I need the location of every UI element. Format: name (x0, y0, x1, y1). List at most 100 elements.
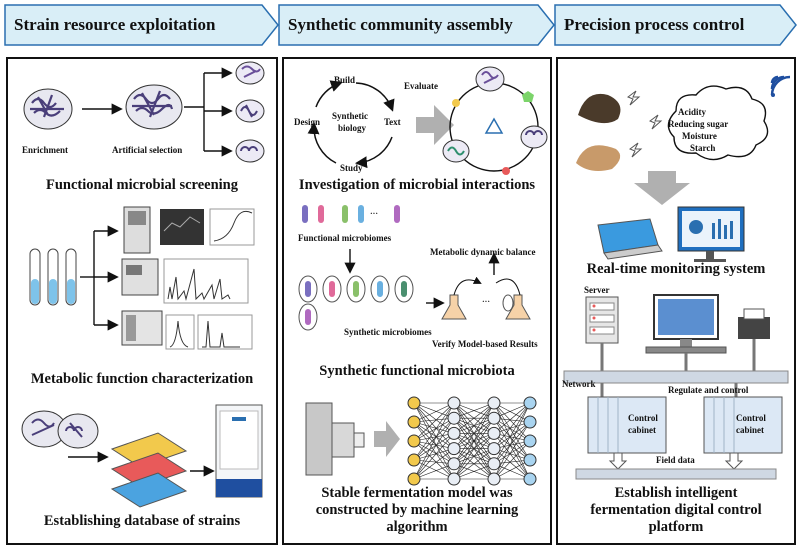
nn-edge (413, 448, 455, 461)
nn-edge (413, 402, 455, 461)
nn-node (487, 426, 501, 440)
cycle-design: Design (294, 117, 321, 127)
stage-2-title: Synthetic community assembly (288, 15, 513, 34)
nn-node (523, 472, 537, 486)
flask-icons (441, 276, 531, 320)
nn-node (447, 457, 461, 471)
nn-edge (493, 417, 531, 442)
control-cabinet-icons (587, 396, 783, 454)
cabinet-2-line-1: Control (736, 413, 766, 423)
nn-edge (413, 421, 455, 465)
nn-edge (453, 402, 495, 449)
nn-edge (453, 418, 495, 480)
cloud-starch: Starch (690, 143, 716, 153)
cloud-moisture: Moisture (682, 131, 717, 141)
up-arrow-icon (724, 452, 744, 470)
ellipsis-2: ··· (482, 297, 491, 306)
nn-edge (413, 459, 455, 480)
nn-node (407, 434, 421, 448)
regulate-label: Regulate and control (668, 385, 749, 395)
section-synthetic-microbiota: Synthetic functional microbiota (319, 363, 515, 379)
nn-node (487, 457, 501, 471)
nn-edge (413, 418, 455, 480)
server-icon (585, 296, 619, 344)
nn-node (523, 434, 537, 448)
nn-node (407, 453, 421, 467)
nn-edge (493, 402, 531, 419)
panel-3-graphics (563, 75, 791, 480)
field-bus (575, 468, 777, 480)
functional-microbiomes-icon (302, 205, 400, 223)
well-plates-icon (110, 432, 188, 508)
nn-edge (493, 402, 531, 449)
nn-edge (493, 402, 531, 423)
stage-3-title: Precision process control (564, 15, 745, 34)
nn-node (447, 411, 461, 425)
cycle-build: Build (334, 75, 356, 85)
nn-edge (453, 448, 495, 480)
nn-node (523, 396, 537, 410)
nn-edge (413, 421, 455, 449)
nn-node (487, 472, 501, 486)
cycle-study: Study (340, 163, 363, 173)
nn-edge (493, 418, 531, 461)
cloud-reducing-sugar: Reducing sugar (668, 119, 729, 129)
chevron-shape (278, 4, 555, 46)
nn-edge (413, 440, 455, 465)
neural-network-icon (407, 396, 537, 486)
wifi-icon (770, 75, 791, 97)
gray-arrow-icon (416, 105, 454, 145)
network-lines (563, 339, 789, 397)
section-realtime-monitoring: Real-time monitoring system (586, 261, 766, 277)
panel-synthetic-community: Build Evaluate Design Text Study Synthet… (282, 57, 552, 545)
nn-edge (453, 402, 495, 464)
nn-edge (453, 463, 495, 480)
nn-edge (493, 402, 531, 480)
printer-icon (738, 308, 770, 339)
fermentation-sample-icons (576, 93, 621, 171)
network-label: Network (562, 379, 596, 389)
nn-edge (453, 402, 495, 434)
verify-results-label: Verify Model-based Results (432, 339, 538, 349)
section-ml-model-3: algorithm (386, 519, 448, 535)
nn-node (407, 472, 421, 486)
section-digital-platform-2: fermentation digital control (590, 502, 762, 518)
monitoring-devices-icon (597, 206, 745, 262)
freezer-icon (215, 404, 263, 498)
stage-3-header: Precision process control (554, 4, 798, 46)
section-microbial-interactions: Investigation of microbial interactions (298, 177, 536, 193)
nn-edge (413, 433, 455, 461)
cabinet-2-line-2: cabinet (736, 425, 764, 435)
nn-node (487, 396, 501, 410)
nn-edge (413, 417, 455, 461)
nn-edge (493, 433, 531, 461)
gray-down-arrow-icon (634, 171, 690, 205)
signal-bolt-icons (626, 90, 663, 158)
chevron-shape (554, 4, 797, 46)
nn-edge (493, 421, 531, 464)
section-ml-model-1: Stable fermentation model was (321, 485, 513, 501)
panel-strain-resource: Enrichment Artificial selection Function… (6, 57, 278, 545)
chevron-shape (4, 4, 279, 46)
nn-edge (413, 421, 455, 434)
cabinet-1-line-2: cabinet (628, 425, 656, 435)
nn-edge (493, 440, 531, 480)
enrichment-blob-icon (23, 88, 73, 130)
nn-edge (413, 402, 455, 423)
nn-node (447, 472, 461, 486)
nn-edge (493, 459, 531, 480)
section-metabolic-characterization: Metabolic function characterization (30, 371, 254, 387)
cloud-acidity: Acidity (678, 107, 706, 117)
nn-edge (413, 440, 455, 480)
nn-edge (413, 433, 455, 480)
computer-icon (645, 294, 727, 354)
cycle-evaluate: Evaluate (404, 81, 439, 91)
stage-2-header: Synthetic community assembly (278, 4, 556, 46)
nn-edge (413, 448, 455, 480)
nn-node (447, 442, 461, 456)
synthetic-microbiomes-icon (298, 275, 414, 331)
interaction-network-icon (442, 66, 548, 175)
instrument-icons (121, 206, 163, 346)
nn-edge (453, 402, 495, 480)
nn-edge (493, 402, 531, 442)
